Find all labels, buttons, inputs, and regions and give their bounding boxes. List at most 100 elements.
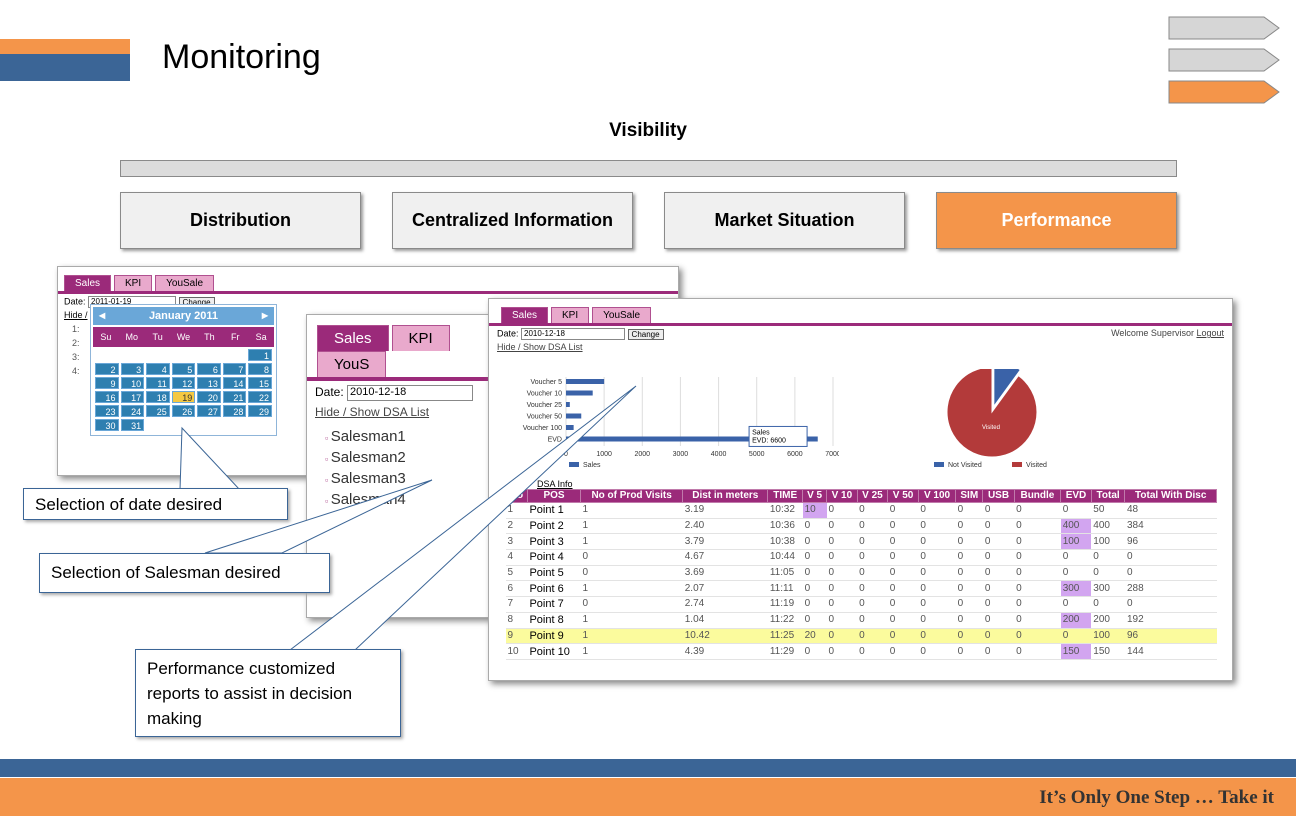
calendar-day[interactable]: 26 [171, 405, 196, 417]
pill-market-situation[interactable]: Market Situation [664, 192, 905, 249]
pill-centralized-information[interactable]: Centralized Information [392, 192, 633, 249]
calendar-day[interactable]: 15 [248, 377, 272, 389]
tab-sales[interactable]: Sales [501, 307, 549, 323]
calendar-day[interactable]: 21 [222, 391, 247, 403]
calendar-day[interactable]: 6 [197, 363, 221, 375]
legend-swatch [569, 462, 579, 467]
weekday-label: Mo [125, 332, 139, 342]
calendar-day[interactable]: 12 [171, 377, 196, 389]
pill-performance[interactable]: Performance [936, 192, 1177, 249]
table-cell: 6 [505, 580, 528, 598]
table-cell: 20 [802, 628, 827, 645]
calendar-day[interactable]: 30 [95, 419, 119, 431]
calendar-day[interactable]: 27 [197, 405, 221, 417]
table-cell: 5 [505, 565, 528, 582]
calendar-day[interactable]: 23 [95, 405, 119, 417]
calendar-day[interactable]: 2 [95, 363, 119, 375]
calendar-day[interactable]: 28 [222, 405, 247, 417]
calendar-day[interactable]: 20 [197, 391, 221, 403]
table-cell: 0 [982, 533, 1015, 551]
calendar-day[interactable]: 10 [120, 377, 145, 389]
calendar-day[interactable]: 25 [146, 405, 170, 417]
table-cell: 0 [580, 596, 683, 613]
hide-show-dsa-link[interactable]: Hide / Show DSA List [497, 342, 583, 352]
table-cell: Point 3 [527, 533, 581, 551]
salesman-item[interactable]: ▫ Salesman2 [325, 449, 406, 466]
table-cell: 0 [857, 643, 888, 660]
pie-slice [993, 369, 1022, 408]
calendar-day[interactable]: 8 [248, 363, 272, 375]
table-cell: 0 [887, 628, 919, 645]
tab-sales[interactable]: Sales [64, 275, 112, 291]
table-cell: 0 [857, 518, 888, 535]
table-cell: 10:32 [767, 502, 803, 519]
table-cell: 0 [826, 502, 858, 519]
table-cell: 0 [1014, 643, 1061, 660]
next-month-icon[interactable]: ▶ [261, 311, 268, 320]
table-cell: 100 [1091, 628, 1125, 645]
table-cell: 288 [1124, 580, 1217, 598]
calendar-day[interactable]: 1 [248, 349, 272, 361]
tab-yousale[interactable]: YouSale [592, 307, 652, 323]
logout-link[interactable]: Logout [1196, 328, 1224, 338]
date-field[interactable]: 2010-12-18 [347, 385, 474, 401]
table-cell: 11:19 [767, 596, 803, 613]
calendar-day[interactable]: 18 [146, 391, 170, 403]
table-cell: 100 [1060, 533, 1092, 551]
calendar-day[interactable]: 16 [95, 391, 119, 403]
dsa-info-link[interactable]: DSA Info [537, 479, 573, 489]
calendar-day[interactable]: 29 [248, 405, 272, 417]
calendar-day[interactable]: 22 [248, 391, 272, 403]
hide-link[interactable]: Hide / [64, 310, 88, 320]
category-label: Voucher 25 [527, 402, 563, 409]
calendar-day[interactable]: 7 [222, 363, 247, 375]
table-cell: 0 [982, 565, 1015, 582]
table-cell: 0 [982, 580, 1015, 598]
calendar-day[interactable]: 4 [146, 363, 170, 375]
table-cell: 0 [826, 612, 858, 629]
tab-yousale[interactable]: YouS [317, 351, 387, 377]
pill-distribution[interactable]: Distribution [120, 192, 361, 249]
tick-label: 0 [564, 451, 568, 458]
calendar-header: ◀ January 2011 ▶ [93, 307, 274, 325]
weekday-label: Sa [255, 332, 267, 342]
prev-month-icon[interactable]: ◀ [99, 311, 106, 320]
weekday-label: Fr [230, 332, 240, 342]
calendar-day[interactable]: 13 [197, 377, 221, 389]
calendar-day[interactable]: 31 [120, 419, 145, 431]
calendar-day[interactable]: 24 [120, 405, 145, 417]
hide-show-dsa-link[interactable]: Hide / Show DSA List [315, 405, 430, 419]
table-cell: 0 [918, 502, 956, 519]
tab-sales[interactable]: Sales [317, 325, 389, 351]
calendar-day[interactable]: 9 [95, 377, 119, 389]
bar [566, 379, 605, 384]
calendar-day[interactable]: 17 [120, 391, 145, 403]
calendar-day[interactable]: 19 [171, 391, 196, 403]
table-cell: 10 [802, 502, 827, 519]
tab-kpi[interactable]: KPI [114, 275, 153, 291]
calendar-day[interactable]: 11 [146, 377, 170, 389]
table-cell: 0 [887, 580, 919, 598]
calendar-day[interactable]: 5 [171, 363, 196, 375]
table-cell: 0 [857, 628, 888, 645]
calendar-day[interactable]: 14 [222, 377, 247, 389]
tab-kpi[interactable]: KPI [551, 307, 590, 323]
callout-salesman: Selection of Salesman desired [39, 553, 330, 593]
tick-label: 3000 [673, 451, 689, 458]
table-cell: 0 [1060, 565, 1092, 582]
salesman-item[interactable]: ▫ Salesman1 [325, 428, 406, 445]
table-cell: 1 [505, 502, 528, 519]
tab-yousale[interactable]: YouSale [155, 275, 215, 291]
calendar-day[interactable]: 3 [120, 363, 145, 375]
table-cell: 1 [580, 580, 683, 598]
change-button[interactable]: Change [627, 328, 664, 340]
column-header: EVD [1060, 489, 1092, 503]
salesman-item[interactable]: ▫ Salesman3 [325, 470, 406, 487]
tab-kpi[interactable]: KPI [391, 325, 450, 351]
date-field[interactable]: 2010-12-18 [521, 328, 626, 340]
column-header: Dist in meters [682, 489, 769, 503]
table-cell: 10 [505, 643, 528, 660]
